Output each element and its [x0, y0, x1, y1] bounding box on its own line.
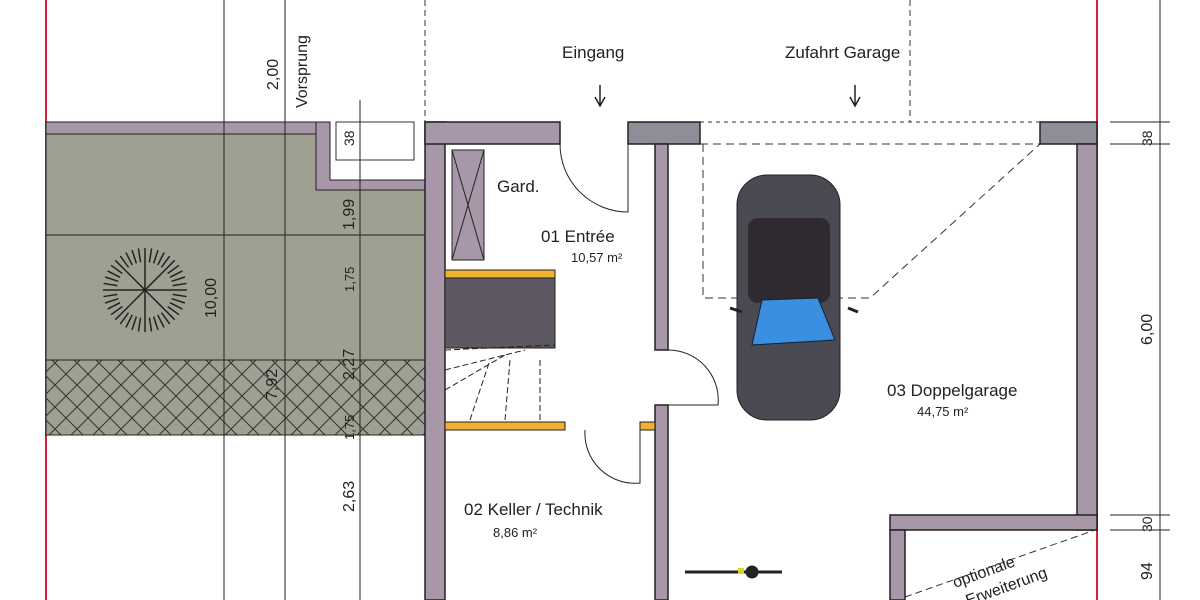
tree-symbol [103, 248, 187, 332]
room-area: 44,75 m² [917, 404, 969, 419]
dim-left: 1,75 [342, 415, 357, 440]
entrance-door[interactable] [559, 143, 629, 213]
car-symbol [729, 174, 859, 421]
garage-door[interactable] [667, 349, 719, 406]
room-name: 01 Entrée [541, 227, 615, 246]
staircase [444, 269, 656, 431]
entrance-label: Eingang [562, 43, 624, 62]
terrace [45, 0, 426, 600]
cellar-door[interactable] [584, 429, 641, 484]
walls [424, 121, 1098, 600]
room-area: 8,86 m² [493, 525, 538, 540]
arrow-down-icon [849, 85, 861, 108]
room-name: 02 Keller / Technik [464, 500, 603, 519]
wardrobe [451, 149, 485, 261]
room-area: 10,57 m² [571, 250, 623, 265]
dim-right: 30 [1139, 516, 1155, 532]
wardrobe-label: Gard. [497, 177, 540, 196]
dim-terrace: 10,00 [203, 278, 220, 318]
dim-right: 94 [1139, 562, 1156, 580]
dim-left-total: 7,92 [264, 369, 281, 400]
projection-label: Vorsprung [294, 35, 311, 108]
dim-right: 38 [1139, 130, 1155, 146]
dim-left: 1,75 [342, 267, 357, 292]
bicycle-symbol [685, 565, 782, 579]
dim-left: 2,63 [341, 481, 358, 512]
arrow-down-icon [594, 85, 606, 108]
dim-left: 2,27 [341, 349, 358, 380]
dim-projection: 2,00 [265, 59, 282, 90]
dim-left: 38 [341, 130, 357, 146]
dimension-line-right [1110, 0, 1170, 600]
dim-right: 6,00 [1139, 314, 1156, 345]
room-name: 03 Doppelgarage [887, 381, 1017, 400]
dim-left: 1,99 [341, 199, 358, 230]
garage-access-label: Zufahrt Garage [785, 43, 900, 62]
